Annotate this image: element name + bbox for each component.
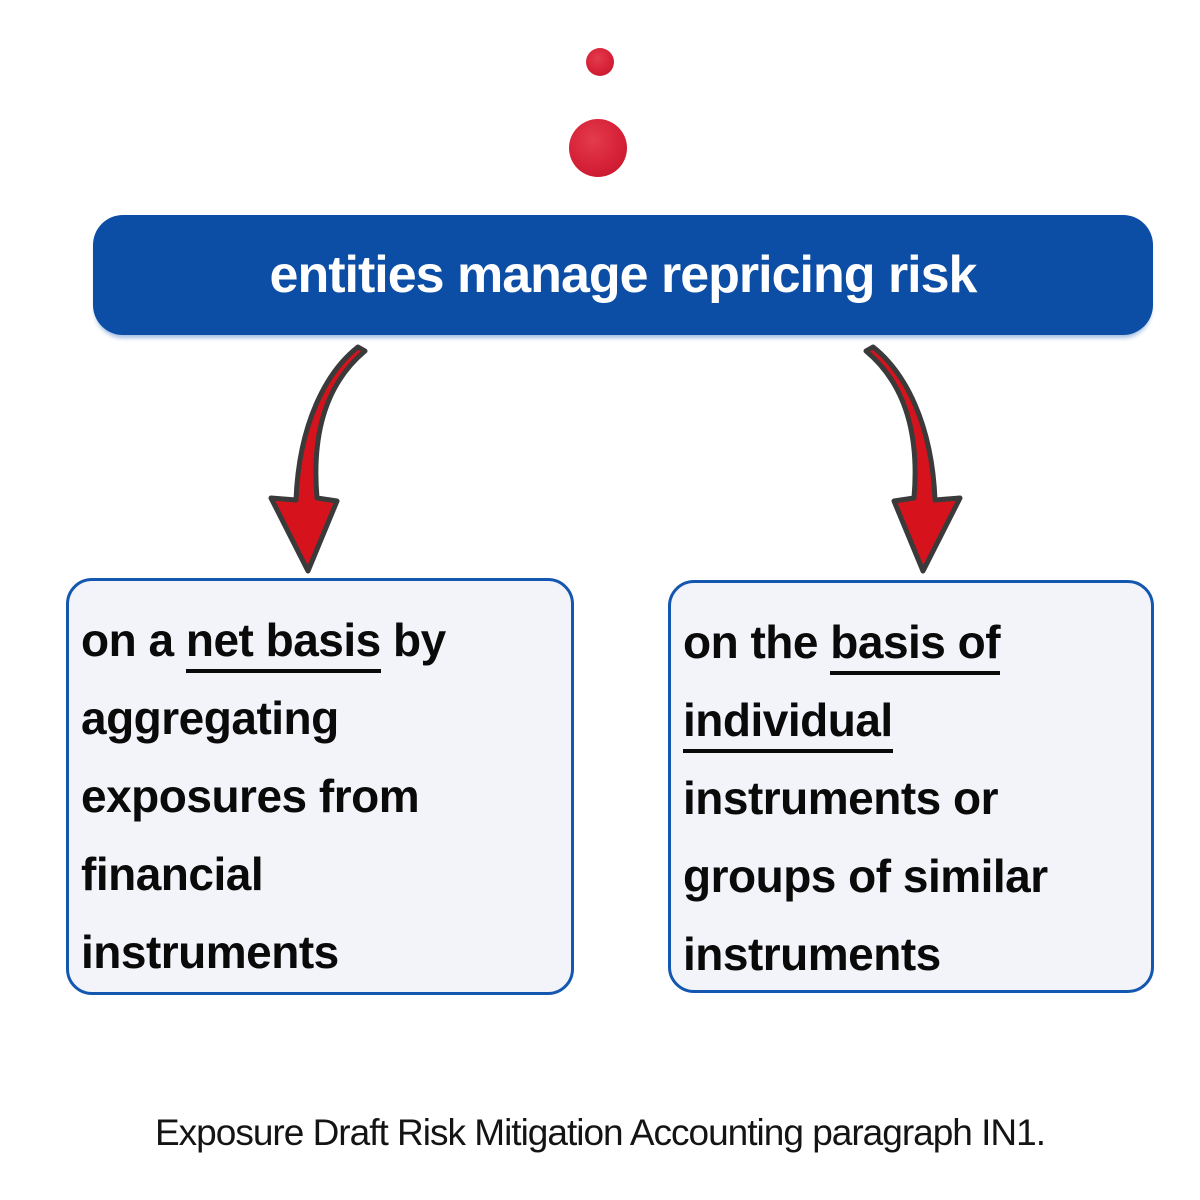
box-individual-instruments: on the basis of individual instruments or g… [668,580,1154,993]
underlined-text: basis of [830,616,1001,675]
text-line: instruments [683,915,1143,993]
plain-text: on a [81,614,186,666]
banner-label: entities manage repricing risk [269,246,978,304]
underlined-text: net basis [185,614,381,673]
underlined-text: individual [683,694,893,753]
text-line: aggregating [81,679,563,757]
text-line: on the basis of [683,603,1143,681]
red-dot-large-icon [569,119,627,177]
caption-source-reference: Exposure Draft Risk Mitigation Accountin… [154,1112,1046,1153]
plain-text: exposures from [81,770,420,822]
plain-text: financial [81,848,264,900]
banner-entities-manage-repricing-risk: entities manage repricing risk [93,215,1153,335]
plain-text: instruments [683,928,941,980]
plain-text: groups of similar [683,850,1048,902]
text-line: exposures from [81,757,563,835]
curved-arrow-down-left-icon [271,347,365,571]
text-line: individual [683,681,1143,759]
red-dot-small-icon [586,48,614,76]
box-net-basis: on a net basis by aggregating exposures fr… [66,578,574,995]
curved-arrow-down-right-icon [866,347,960,571]
plain-text: instruments [81,926,339,978]
text-line: instruments or [683,759,1143,837]
plain-text: instruments or [683,772,999,824]
plain-text: by [380,614,446,666]
text-line: groups of similar [683,837,1143,915]
plain-text: on the [683,616,831,668]
text-line: instruments [81,913,563,991]
text-line: financial [81,835,563,913]
text-line: on a net basis by [81,601,563,679]
plain-text: aggregating [81,692,339,744]
